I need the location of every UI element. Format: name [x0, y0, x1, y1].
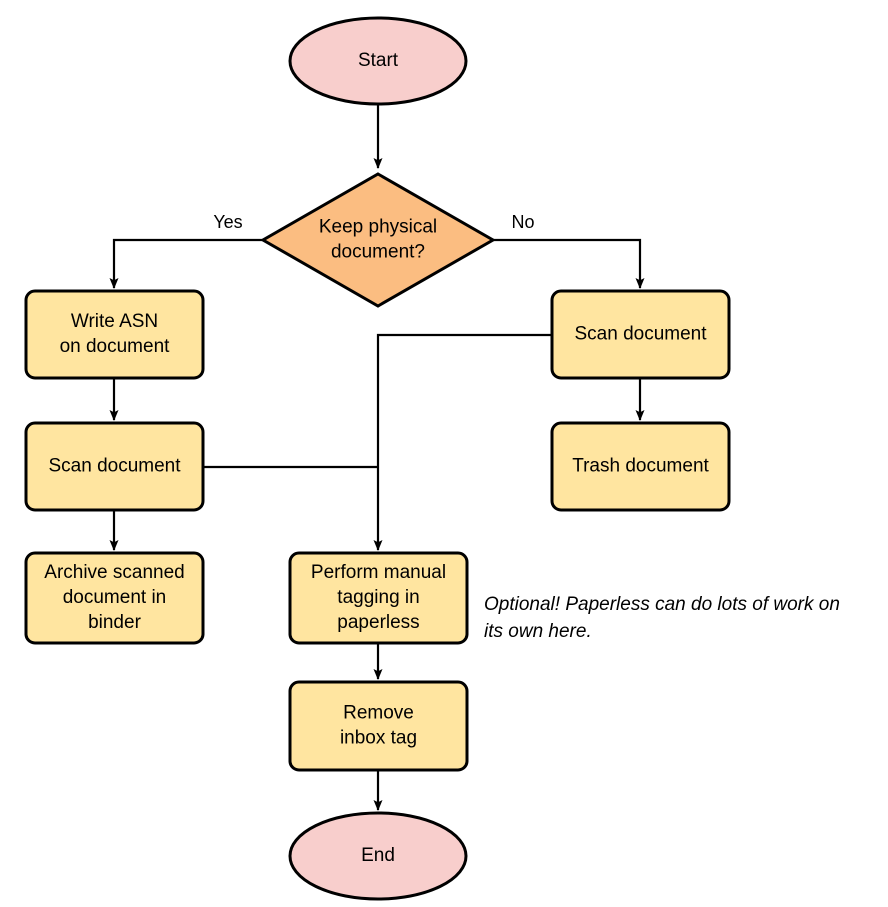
edge-line	[373, 333, 552, 551]
annotation-line: its own here.	[484, 621, 592, 642]
terminator-shape[interactable]	[288, 16, 468, 106]
node-end[interactable]: End	[288, 811, 468, 901]
node-label-line: End	[361, 845, 395, 866]
node-label-line: Start	[358, 50, 399, 71]
node-label-line: Remove	[343, 703, 414, 724]
edge-line	[493, 238, 645, 289]
node-label-line: document?	[331, 242, 425, 263]
annotation-optional-note: Optional! Paperless can do lots of work …	[484, 594, 840, 642]
process-shape[interactable]	[24, 421, 205, 512]
node-label-line: on document	[60, 336, 171, 357]
node-scan-document-right[interactable]: Scan document	[550, 289, 731, 380]
edge-line	[109, 238, 263, 289]
node-label-line: Write ASN	[71, 311, 158, 332]
node-label-line: document in	[63, 587, 167, 608]
node-keep-physical[interactable]: Keep physical document?	[259, 172, 497, 308]
node-label-line: Keep physical	[319, 217, 437, 238]
annotations-layer: Optional! Paperless can do lots of work …	[484, 594, 840, 642]
node-start[interactable]: Start	[288, 16, 468, 106]
node-scan-document-left[interactable]: Scan document	[24, 421, 205, 512]
process-shape[interactable]	[24, 551, 205, 645]
annotation-line: Optional! Paperless can do lots of work …	[484, 594, 840, 615]
decision-shape[interactable]	[259, 172, 497, 308]
edge-decision-no-to-scan-right: No	[493, 212, 645, 289]
node-archive-binder[interactable]: Archive scanned document in binder	[24, 551, 205, 645]
process-shape[interactable]	[550, 421, 731, 512]
node-label-line: Scan document	[48, 456, 181, 477]
process-shape[interactable]	[288, 680, 469, 772]
edge-label-no: No	[511, 212, 534, 232]
node-label-line: Perform manual	[311, 562, 446, 583]
node-label-line: Archive scanned	[44, 562, 184, 583]
edge-decision-yes-to-write-asn: Yes	[109, 212, 263, 289]
node-label-line: Scan document	[574, 324, 707, 345]
node-label-line: tagging in	[337, 587, 419, 608]
edges-layer: Yes No	[109, 104, 645, 811]
node-label-line: paperless	[337, 612, 419, 633]
node-label-line: Trash document	[572, 456, 709, 477]
edge-scan-right-to-tagging	[373, 333, 552, 551]
edge-label-yes: Yes	[213, 212, 242, 232]
process-shape[interactable]	[24, 289, 205, 380]
process-shape[interactable]	[288, 551, 469, 645]
node-label-line: inbox tag	[340, 728, 417, 749]
node-manual-tagging[interactable]: Perform manual tagging in paperless	[288, 551, 469, 645]
node-write-asn[interactable]: Write ASN on document	[24, 289, 205, 380]
process-shape[interactable]	[550, 289, 731, 380]
node-trash-document[interactable]: Trash document	[550, 421, 731, 512]
node-label-line: binder	[88, 612, 141, 633]
node-remove-inbox-tag[interactable]: Remove inbox tag	[288, 680, 469, 772]
terminator-shape[interactable]	[288, 811, 468, 901]
